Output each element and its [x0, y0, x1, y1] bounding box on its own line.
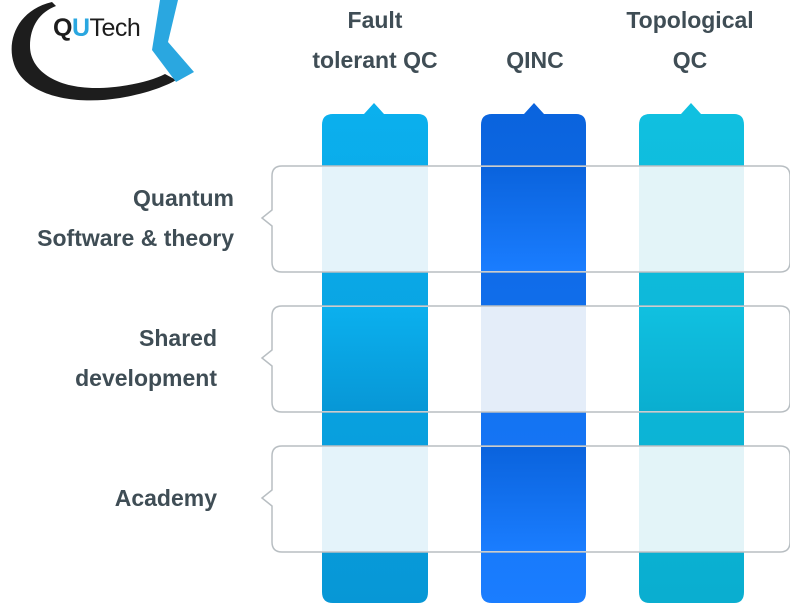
cell-fault-academy	[322, 447, 428, 551]
column-title-line2: QC	[672, 47, 708, 73]
cell-fault-quantum	[322, 167, 428, 271]
qutech-logo: QUTech	[0, 0, 200, 110]
cell-qinc-academy	[481, 447, 586, 551]
row-label-line1: Shared	[139, 325, 217, 351]
logo-letter-u: U	[71, 14, 90, 42]
cell-qinc-shared	[481, 307, 586, 411]
column-title-fault-tolerant: Fault tolerant QC	[290, 0, 460, 80]
cell-topo-academy	[639, 447, 744, 551]
row-label-line1: Quantum	[133, 185, 234, 211]
row-label-shared-development: Shared development	[75, 318, 217, 398]
cell-fault-shared	[322, 307, 428, 411]
logo-wordmark: QUTech	[53, 14, 141, 43]
column-title-topological: Topological QC	[605, 0, 775, 80]
logo-letter-q: Q	[53, 14, 72, 42]
cell-topo-shared	[639, 307, 744, 411]
logo-swoosh-graphic	[11, 0, 194, 101]
cell-topo-quantum	[639, 167, 744, 271]
column-title-line2: tolerant QC	[312, 47, 438, 73]
cell-qinc-quantum	[481, 167, 586, 271]
column-title-line2: QINC	[506, 47, 564, 73]
row-label-line1: Academy	[114, 485, 217, 511]
logo-tech-text: Tech	[89, 14, 141, 42]
column-title-qinc: QINC	[460, 40, 610, 80]
column-title-line1: Fault	[347, 7, 403, 33]
row-label-academy: Academy	[115, 478, 217, 518]
row-label-line2: development	[75, 365, 217, 391]
row-label-quantum-software: Quantum Software & theory	[37, 178, 234, 258]
column-title-line1: Topological	[626, 7, 754, 33]
row-label-line2: Software & theory	[37, 225, 234, 251]
